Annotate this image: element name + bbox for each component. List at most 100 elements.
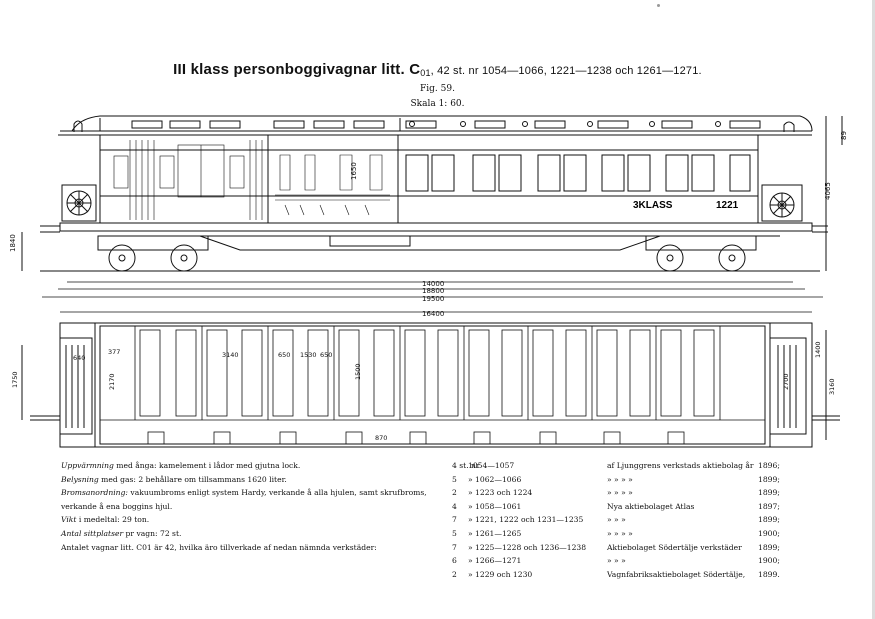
side-windows (405, 154, 751, 192)
plan-platform-right (769, 337, 807, 435)
factory-row: 5 » 1261—1265 » » » » 1900; (452, 527, 792, 541)
factory-count: 6 (452, 556, 457, 566)
factory-numbers: » 1058—1061 (468, 501, 522, 511)
note-seats-label: Antal sittplatser (61, 528, 124, 538)
dim-roof: 89 (840, 131, 848, 140)
car-number-lettering: 1221 (716, 200, 739, 211)
specification-notes: Uppvärmning med ånga: kamelement i lådor… (61, 459, 431, 554)
factory-year: 1897; (758, 501, 780, 511)
dim-length-2: 18800 (422, 287, 444, 295)
factory-numbers: » 1261—1265 (468, 528, 522, 538)
dim-buffer-height: 1840 (9, 234, 17, 252)
note-lighting-label: Belysning (61, 474, 99, 484)
title-rest: , 42 st. nr 1054—1066, 1221—1238 och 126… (430, 65, 702, 77)
note-weight-label: Vikt (61, 515, 77, 525)
note-seats-text: pr vagn: 72 st. (123, 528, 182, 538)
cutaway-section (113, 140, 390, 220)
factory-count: 2 (452, 488, 457, 498)
figure-number: Fig. 59. (420, 84, 455, 94)
note-lighting: Belysning med gas: 2 behållare om tillsa… (61, 473, 431, 487)
end-platform-right (761, 184, 803, 222)
factory-works: Vagnfabriksaktiebolaget Södertälje, (607, 569, 746, 579)
note-seats: Antal sittplatser pr vagn: 72 st. (61, 527, 431, 541)
plan-dim-3: 3160 (828, 378, 836, 395)
factory-row: 2» 1223 och 1224» » » »1899; (452, 486, 792, 500)
factory-count: 2 (452, 569, 457, 579)
factory-year: 1899. (758, 569, 780, 579)
scale-label: Skala 1: 60. (410, 99, 465, 109)
plan-dim-13: 2700 (782, 373, 790, 390)
factory-year: 1900; (758, 528, 780, 538)
note-brakes: Bromsanordning: vakuumbroms enligt syste… (61, 486, 431, 513)
factory-year: 1899; (758, 488, 780, 498)
note-weight-text: i medeltal: 29 ton. (76, 515, 150, 525)
note-brake-text: vakuumbroms enligt system Hardy, verkand… (61, 488, 427, 511)
dim-interior-height: 1650 (350, 162, 358, 180)
factory-row: 7 » 1221, 1222 och 1231—1235 » » » 1899; (452, 513, 792, 527)
dim-length-4: 16400 (422, 310, 444, 318)
factory-row: 4 » 1058—1061 Nya aktiebolaget Atlas 1897; (452, 500, 792, 514)
dim-length-3: 19500 (422, 295, 444, 303)
factory-year: 1896; (758, 461, 780, 470)
factory-count: 7 (452, 542, 457, 552)
factory-row: 6» 1266—1271» » »1900; (452, 554, 792, 568)
side-roof (71, 115, 813, 132)
factory-year: 1899; (758, 542, 780, 552)
dim-length-1: 14000 (422, 280, 444, 288)
factory-numbers: » 1221, 1222 och 1231—1235 (468, 515, 584, 525)
clerestory-windows (131, 120, 761, 129)
plan-dim-12: 640 (73, 354, 85, 362)
factory-count: 7 (452, 515, 457, 525)
scan-speck (657, 4, 660, 7)
underframe (59, 222, 813, 232)
plan-dim-7: 1530 (300, 351, 317, 359)
note-lighting-text: med gas: 2 behållare om tillsammans 1620… (98, 474, 287, 484)
factory-count: 5 (452, 528, 457, 538)
factory-count: 4 st. nr (452, 461, 480, 470)
note-heating-text: med ånga: kamelement i lådor med gjutna … (113, 461, 301, 470)
factory-count: 5 (452, 474, 457, 484)
note-weight: Vikt i medeltal: 29 ton. (61, 513, 431, 527)
plan-compartments (100, 326, 765, 445)
title-main: III klass personboggivagnar litt. C (173, 61, 421, 78)
factory-works: Aktiebolaget Södertälje verkstäder (607, 542, 742, 552)
factory-row: 5» 1062—1066» » » »1899; (452, 473, 792, 487)
plan-dim-11: 2170 (108, 373, 116, 390)
note-brake-label: Bromsanordning: (61, 488, 128, 498)
factory-numbers: » 1225—1228 och 1236—1238 (468, 542, 587, 552)
plan-dim-4: 3140 (222, 351, 239, 359)
lamp-top-left (73, 120, 83, 132)
page-edge-shadow (872, 0, 875, 619)
factory-works: » » » (607, 515, 626, 525)
factory-year: 1900; (758, 556, 780, 566)
dim-height: 4065 (824, 182, 832, 200)
note-heating: Uppvärmning med ånga: kamelement i lådor… (61, 459, 431, 473)
plan-platform-left (59, 337, 93, 435)
plan-dim-5: 377 (108, 348, 120, 356)
factory-numbers: » 1223 och 1224 (468, 488, 533, 498)
plan-dim-8: 1500 (354, 363, 362, 380)
truss-rod (199, 235, 661, 251)
class-lettering: 3KLASS (633, 200, 673, 211)
bogie-right (645, 235, 757, 272)
car-body-side (99, 134, 759, 224)
factory-works: » » » (607, 556, 626, 566)
lamp-top-right (783, 121, 795, 132)
plan-outline (59, 322, 813, 448)
factory-row: 7 » 1225—1228 och 1236—1238 Aktiebolaget S… (452, 541, 792, 555)
note-heating-label: Uppvärmning (61, 461, 114, 470)
factory-works: » » » » (607, 528, 633, 538)
plan-dim-6: 650 (278, 351, 290, 359)
bogie-left (97, 235, 209, 272)
page-title: III klass personboggivagnar litt. C01, 4… (0, 61, 875, 78)
factory-works: Nya aktiebolaget Atlas (607, 501, 695, 511)
factory-count: 4 (452, 501, 457, 511)
plan-dim-10: 870 (375, 434, 387, 442)
factory-year: 1899; (758, 515, 780, 525)
factory-numbers: » 1062—1066 (468, 474, 522, 484)
title-subscript: 01 (420, 68, 431, 78)
plan-dim-9: 650 (320, 351, 332, 359)
